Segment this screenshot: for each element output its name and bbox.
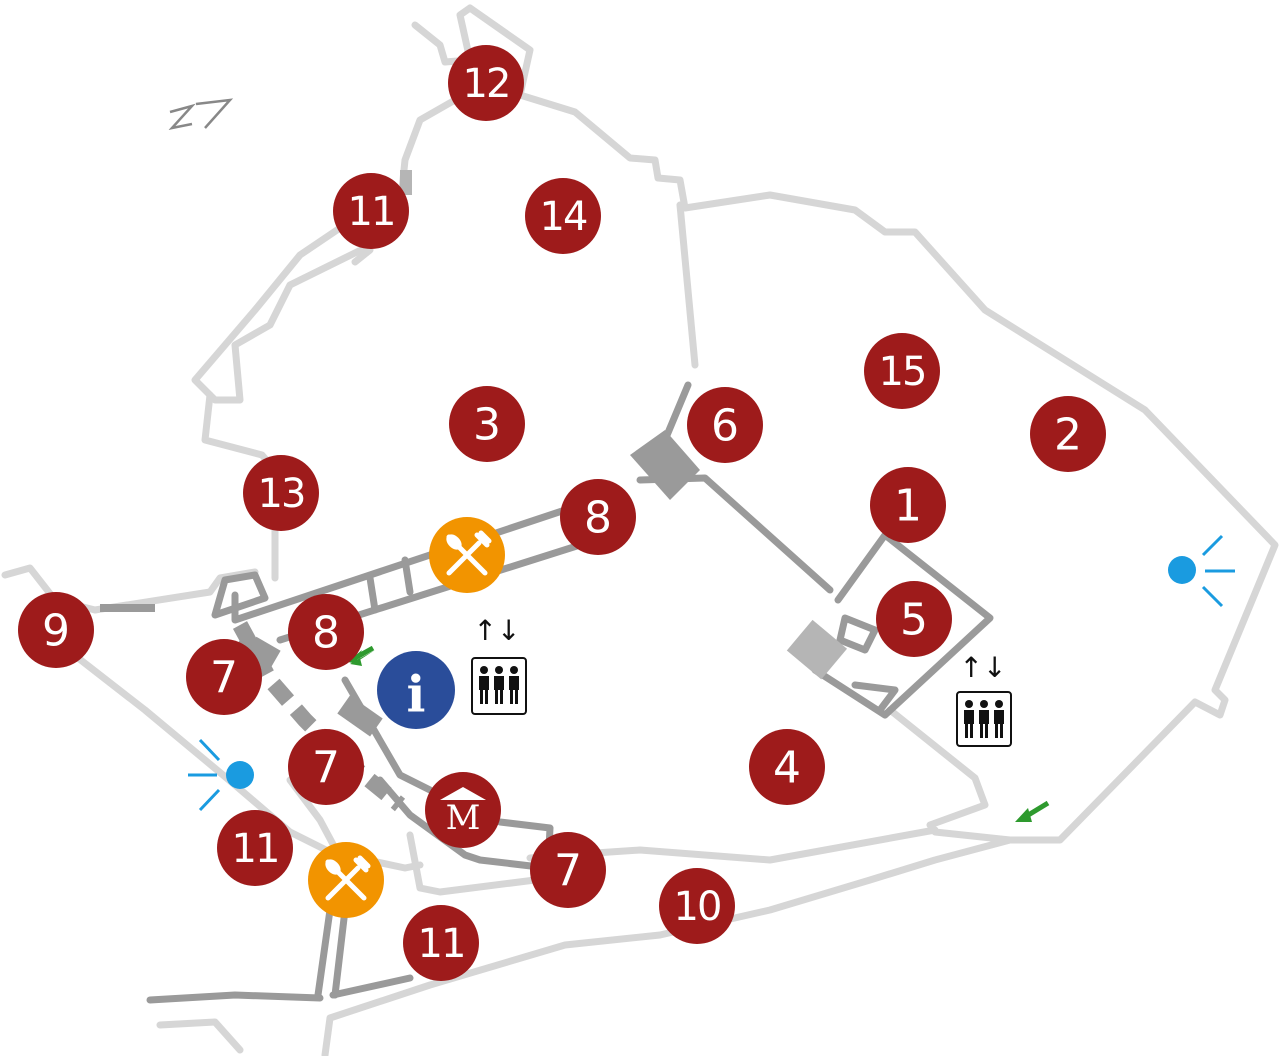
marker-label: 13 [258,471,305,517]
museum-symbol: M [446,798,481,838]
marker-label: 1 [894,481,922,532]
elevator-icon[interactable]: ↑↓ [956,651,1012,747]
marker-7[interactable]: 7 [288,729,364,805]
viewpoint-icon[interactable] [188,738,254,812]
marker-11[interactable]: 11 [333,173,409,249]
marker-2[interactable]: 2 [1030,396,1106,472]
marker-6[interactable]: 6 [687,387,763,463]
marker-14[interactable]: 14 [525,178,601,254]
marker-label: 11 [348,189,395,235]
elevator-icon[interactable]: ↑↓ [471,614,527,715]
marker-5[interactable]: 5 [876,581,952,657]
marker-label: 8 [584,493,612,544]
outer-walls [1,4,1279,1056]
marker-10[interactable]: 10 [659,868,735,944]
marker-label: 6 [711,401,739,452]
marker-label: 5 [900,595,928,646]
marker-label: 14 [540,194,587,240]
marker-7[interactable]: 7 [530,832,606,908]
marker-15[interactable]: 15 [864,333,940,409]
restaurant-icon[interactable] [308,842,384,918]
info-symbol: i [407,665,426,724]
castle-structures [100,170,848,737]
entrance-arrow-icon [1015,800,1050,822]
marker-1[interactable]: 1 [870,467,946,543]
museum-icon[interactable]: M [425,772,501,848]
marker-label: 9 [42,606,70,657]
info-icon[interactable]: i [377,651,455,729]
marker-label: 10 [674,884,721,930]
viewpoint-icon[interactable] [1168,534,1235,608]
elevator-arrows: ↑↓ [474,614,521,647]
marker-11[interactable]: 11 [217,810,293,886]
marker-3[interactable]: 3 [449,386,525,462]
marker-label: 2 [1054,410,1082,461]
marker-label: 7 [312,743,340,794]
restaurant-icon[interactable] [429,517,505,593]
marker-label: 7 [210,653,238,704]
elevator-arrows: ↑↓ [960,651,1007,684]
marker-label: 8 [312,608,340,659]
marker-label: 12 [463,61,510,107]
marker-12[interactable]: 12 [448,45,524,121]
marker-8[interactable]: 8 [288,594,364,670]
marker-7[interactable]: 7 [186,639,262,715]
marker-label: 4 [773,743,801,794]
marker-label: 15 [879,349,926,395]
marker-label: 11 [232,826,279,872]
entrance-arrow-icon [350,658,362,666]
marker-13[interactable]: 13 [243,455,319,531]
marker-label: 11 [418,921,465,967]
north-arrow-icon [168,98,234,130]
marker-label: 7 [554,846,582,897]
marker-11[interactable]: 11 [403,905,479,981]
marker-4[interactable]: 4 [749,729,825,805]
marker-9[interactable]: 9 [18,592,94,668]
marker-8[interactable]: 8 [560,479,636,555]
marker-label: 3 [473,400,501,451]
